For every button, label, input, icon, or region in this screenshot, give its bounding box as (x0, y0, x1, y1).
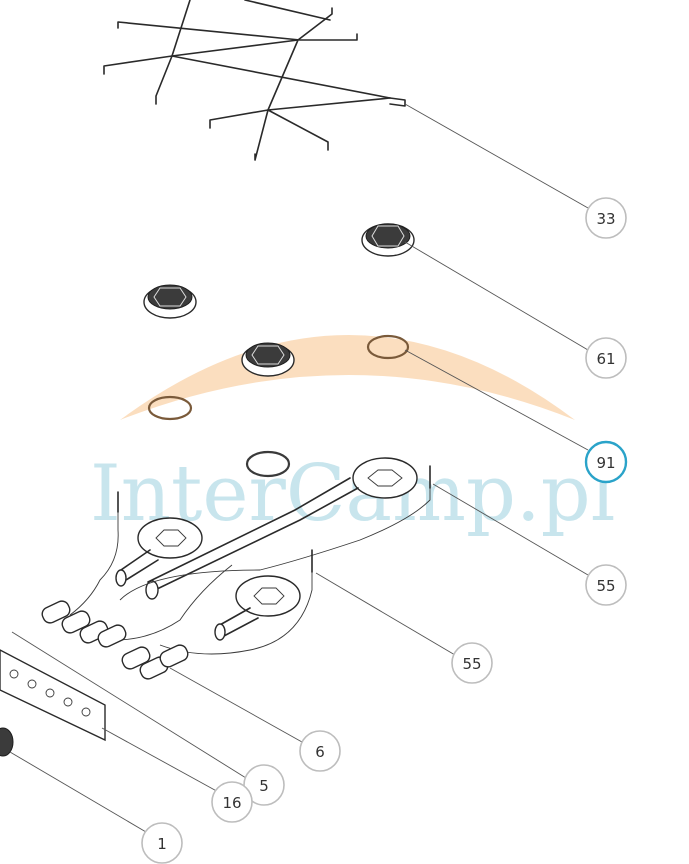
burner-large (145, 457, 418, 600)
gasket-ring-2 (147, 395, 193, 421)
svg-text:5: 5 (259, 777, 269, 795)
thermocouple-tips (117, 465, 431, 573)
svg-text:55: 55 (596, 577, 615, 595)
callout-16[interactable]: 16 (211, 781, 253, 823)
callout-6[interactable]: 6 (299, 730, 341, 772)
burner-cap-small (241, 342, 295, 377)
burner-cap-medium (143, 284, 197, 319)
svg-text:1: 1 (157, 835, 167, 853)
svg-text:6: 6 (315, 743, 325, 761)
watermark-arc (120, 335, 575, 420)
gasket-ring-3 (245, 450, 291, 478)
gas-valves (41, 600, 189, 680)
svg-text:16: 16 (222, 794, 241, 812)
callout-55-upper[interactable]: 55 (585, 564, 627, 606)
callout-91[interactable]: 91 (584, 440, 628, 484)
callout-55-lower[interactable]: 55 (451, 642, 493, 684)
svg-text:61: 61 (596, 350, 615, 368)
svg-text:33: 33 (596, 210, 615, 228)
burner-medium (115, 517, 203, 587)
control-panel-plate (0, 649, 106, 742)
gasket-ring-1 (366, 334, 410, 360)
control-knob (0, 727, 14, 757)
svg-text:55: 55 (462, 655, 481, 673)
pan-support-grid (103, 0, 406, 161)
callout-33[interactable]: 33 (585, 197, 627, 239)
burner-small (214, 575, 301, 641)
burner-cap-large (361, 223, 415, 257)
callout-61[interactable]: 61 (585, 337, 627, 379)
leader-lines (9, 103, 589, 833)
svg-text:91: 91 (596, 454, 615, 472)
callout-1[interactable]: 1 (141, 822, 183, 864)
callout-5[interactable]: 5 (243, 764, 285, 806)
